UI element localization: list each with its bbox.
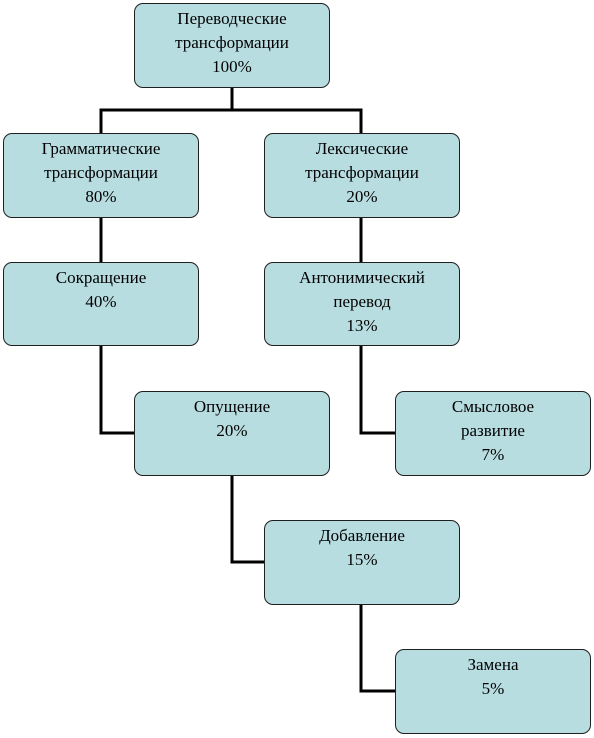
connector-reduction-omission [99, 344, 136, 435]
node-label: перевод [333, 292, 391, 311]
node-label: развитие [461, 421, 525, 440]
node-percent: 20% [216, 421, 248, 440]
node-percent: 13% [346, 316, 378, 335]
node-label: трансформации [175, 33, 289, 52]
node-label: Смысловое [451, 397, 535, 416]
node-percent: 20% [346, 187, 378, 206]
node-percent: 15% [346, 550, 378, 569]
node-label: трансформации [305, 163, 419, 182]
connector-addition-substitution [359, 603, 397, 693]
node-grammatical-transformations: Грамматические трансформации 80% [3, 133, 199, 218]
node-label: трансформации [44, 163, 158, 182]
node-label: Антонимический [299, 268, 425, 287]
node-semantic-development: Смысловое развитие 7% [395, 391, 591, 476]
node-lexical-transformations: Лексические трансформации 20% [264, 133, 460, 218]
node-percent: 7% [481, 445, 505, 464]
node-label: Опущение [193, 397, 271, 416]
node-omission: Опущение 20% [134, 391, 330, 476]
node-antonymic-translation: Антонимический перевод 13% [264, 262, 460, 346]
node-addition: Добавление 15% [264, 520, 460, 605]
node-reduction: Сокращение 40% [3, 262, 199, 346]
node-label: Грамматические [41, 139, 161, 158]
node-percent: 100% [212, 57, 252, 76]
connector-antonymic-semantic [359, 344, 397, 435]
node-label: Добавление [319, 526, 405, 545]
node-percent: 80% [85, 187, 117, 206]
connector-omission-addition [230, 474, 266, 564]
node-substitution: Замена 5% [395, 649, 591, 734]
node-percent: 5% [481, 679, 505, 698]
node-label: Лексические [315, 139, 409, 158]
node-percent: 40% [85, 292, 117, 311]
node-translation-transformations: Переводческие трансформации 100% [134, 3, 330, 88]
node-label: Сокращение [55, 268, 147, 287]
node-label: Замена [467, 655, 519, 674]
node-label: Переводческие [177, 9, 287, 28]
